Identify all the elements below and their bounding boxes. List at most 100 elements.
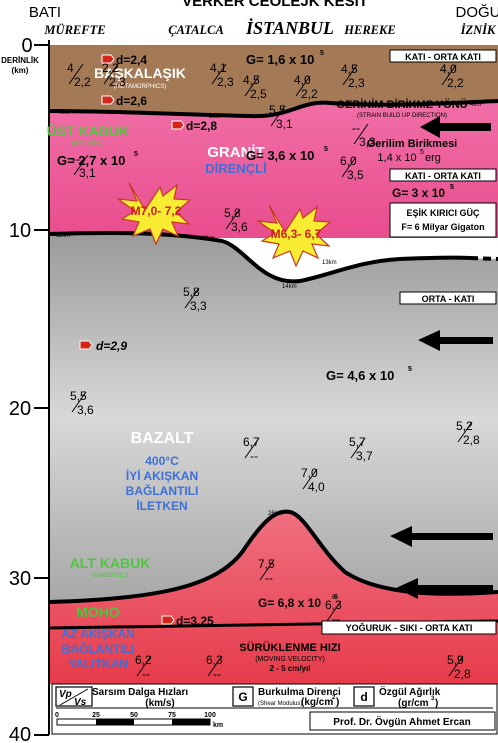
ratio-slash <box>457 421 473 443</box>
ratio-denominator: 2,2 <box>74 75 91 89</box>
shear-lower: G= 6,8 x 10 <box>258 596 321 610</box>
ratio-slash <box>326 600 342 622</box>
ratio-denominator: 4,0 <box>308 480 325 494</box>
strain-sub: (STRAIN BUILD UP DIRECTION) <box>357 113 447 119</box>
svg-text:d=2,6: d=2,6 <box>116 94 147 108</box>
vp-vs-ratio: 5,92,8 <box>447 653 471 681</box>
strain-label: Gerilim Birikmesi <box>367 138 458 150</box>
ratio-slash <box>136 655 152 677</box>
ratio-denominator: 3,3 <box>359 135 376 149</box>
ratio-numerator: 4,0 <box>440 62 457 76</box>
vp-vs-ratio: 6,3-- <box>206 653 223 681</box>
depth-label-small: 26km <box>268 511 283 517</box>
box-solid-medium-2 <box>389 168 497 182</box>
lower-crust-name: ALT KABUK <box>70 555 151 571</box>
density-marker: d=2,9 <box>79 339 127 353</box>
ratio-numerator: 5,9 <box>447 653 464 667</box>
box-medium-solid <box>399 291 497 305</box>
ratio-numerator: 2,2 <box>102 61 119 75</box>
shear-upper-mid-exp: 5 <box>324 146 328 153</box>
vp-vs-ratio: 6,7-- <box>243 435 260 463</box>
velocity-sub: (MOVING VELOCITY) <box>255 656 325 663</box>
vp-vs-ratio: 6,2-- <box>135 653 152 681</box>
legend-vp: Vp <box>59 689 72 700</box>
ratio-denominator: 3,7 <box>356 449 373 463</box>
moho-name: MOHO <box>76 604 120 620</box>
scale-bar: 0 25 50 75 100 km <box>55 712 223 729</box>
legend-g-label: Burkulma Direnci <box>258 687 341 698</box>
force-title: EŞİK KIRICI GÜÇ <box>406 208 480 218</box>
ratio-slash <box>259 559 275 581</box>
west-label: BATI <box>29 4 61 21</box>
svg-text:50: 50 <box>130 712 138 719</box>
vp-vs-ratio: 4,12,3 <box>210 61 234 89</box>
author-box <box>309 711 496 731</box>
ratio-denominator: -- <box>332 612 340 626</box>
earthquake-label: M6,3- 6,7 <box>271 227 322 241</box>
force-box <box>389 202 497 238</box>
legend-g-sub: (Shear Modulus) <box>258 701 302 707</box>
earthquake-label: M7,0- 7,2 <box>131 204 182 218</box>
ratio-denominator: -- <box>250 449 258 463</box>
boundary-depth-labels: 4km 3km 4km 11km 12km 14km 13km 26km 6 <box>56 102 481 601</box>
granite-name: GRANİT <box>207 144 265 161</box>
ratio-numerator: 5,5 <box>269 103 286 117</box>
svg-text:KATI - ORTA KATI: KATI - ORTA KATI <box>405 171 481 181</box>
earthquake-burst-2: M6,3- 6,7 <box>255 204 332 268</box>
ratio-slash <box>103 63 119 85</box>
shear-upper-left-exp: 5 <box>134 151 138 158</box>
ratio-slash <box>73 154 89 176</box>
legend-d-unit: (gr/cm <box>398 698 429 709</box>
vp-vs-ratio: 4,52,5 <box>243 73 267 101</box>
ratio-numerator: 6,7 <box>243 435 260 449</box>
boundary-metamorphic <box>48 99 498 119</box>
ratio-denominator: -- <box>213 667 221 681</box>
ratio-numerator: 6,0 <box>340 154 357 168</box>
vp-vs-ratio: --3,3 <box>352 121 376 149</box>
ratio-slash <box>270 105 286 127</box>
box-solid-medium-1 <box>389 49 497 63</box>
legend-g-symbol: G <box>238 690 247 704</box>
ratio-numerator: 6,2 <box>135 653 152 667</box>
strain-unit: erg <box>425 152 441 164</box>
basalt-temp: 400°C <box>145 454 179 468</box>
svg-text:d=2,8: d=2,8 <box>186 119 217 133</box>
shear-upper-right: G= 3 x 10 <box>392 186 445 200</box>
upper-crust-name: ÜST KABUK <box>47 123 129 139</box>
title: VERKER CEOLEJK KESIT <box>182 0 368 10</box>
ratio-numerator: 4,0 <box>294 73 311 87</box>
author: Prof. Dr. Övgün Ahmet Ercan <box>333 715 470 728</box>
ratio-numerator: -- <box>352 121 360 135</box>
ratio-numerator: 4,5 <box>243 73 260 87</box>
legend-g-unit: (kg/cm <box>301 697 333 708</box>
ratio-slash <box>71 391 87 413</box>
ratio-slash <box>184 287 200 309</box>
place-murefte: MÜREFTE <box>43 23 105 37</box>
legend-vs: Vs <box>74 697 87 708</box>
depth-label-small: 12km <box>200 236 215 242</box>
arrow-left-icon <box>418 330 493 351</box>
vp-vs-ratio: 5,53,1 <box>269 103 293 131</box>
ratio-denominator: 2,3 <box>217 75 234 89</box>
ratio-slash <box>341 156 357 178</box>
vp-vs-ratio: 5,83,6 <box>224 206 248 234</box>
box-ductile <box>321 620 497 635</box>
ratio-denominator: 3,1 <box>276 117 293 131</box>
strain-title: GERİNİM BİRİKME YÖNÜ <box>336 98 467 111</box>
svg-text:KATI - ORTA KATI: KATI - ORTA KATI <box>405 52 481 62</box>
ratio-denominator: 3,3 <box>190 299 207 313</box>
ratio-denominator: 2,8 <box>463 433 480 447</box>
ratio-numerator: 4,5 <box>341 62 358 76</box>
ratio-numerator: 4 <box>67 61 74 75</box>
depth-label-small: 14km <box>282 284 297 290</box>
ratio-slash <box>441 64 457 86</box>
ratio-numerator: 6,3 <box>206 653 223 667</box>
ratio-numerator: 5,8 <box>183 285 200 299</box>
shear-upper-left: G= 2,7 x 10 <box>57 153 125 168</box>
upper-crust-sub: (GRANITIC) <box>72 141 105 147</box>
ratio-numerator: 5,5 <box>70 389 87 403</box>
density-marker: d=3,25 <box>161 614 214 628</box>
force-value: F= 6 Milyar Gigaton <box>401 222 484 232</box>
